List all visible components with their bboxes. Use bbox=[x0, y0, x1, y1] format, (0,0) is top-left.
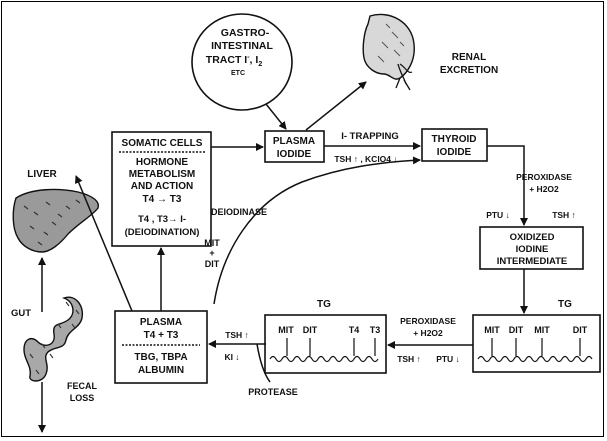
oxidized-line1: OXIDIZED bbox=[510, 232, 555, 243]
tsh-left: TSH ↑ bbox=[225, 330, 249, 340]
somatic-line3: AND ACTION bbox=[131, 181, 193, 192]
tg-left-dit: DIT bbox=[303, 325, 318, 335]
oxidized-iodine-box: OXIDIZED IODINE INTERMEDIATE bbox=[479, 226, 584, 270]
arrow-thyroid-to-oxidized bbox=[487, 145, 528, 226]
liver-icon bbox=[12, 188, 100, 253]
gi-tract-line2: INTESTINAL bbox=[211, 40, 273, 52]
somatic-line5: T4 , T3→ I- bbox=[138, 214, 186, 225]
protease-label: PROTEASE bbox=[248, 387, 298, 397]
plasma-iodide-line2: IODIDE bbox=[277, 149, 312, 160]
arrow-gi-to-plasma-iodide bbox=[265, 103, 287, 130]
arrow-deiodinase-recycle bbox=[213, 156, 421, 305]
plasma-t4-t3-box: PLASMA T4 + T3 TBG, TBPA ALBUMIN bbox=[114, 310, 208, 384]
tg-right-box: MIT DIT MIT DIT bbox=[472, 314, 601, 373]
fecal-line1: FECAL bbox=[67, 381, 97, 391]
gi-tract-line3: TRACT I-, I2 bbox=[206, 54, 263, 68]
peroxidase-mid-line1: PEROXIDASE bbox=[400, 316, 456, 326]
tg-left-label: TG bbox=[317, 299, 331, 310]
kidney-icon bbox=[362, 13, 415, 91]
ptu-mid: PTU ↓ bbox=[436, 354, 460, 364]
tsh-top: TSH ↑ bbox=[552, 210, 576, 220]
renal-line2: EXCRETION bbox=[440, 65, 498, 76]
thyroid-iodide-line1: THYROID bbox=[432, 134, 477, 145]
tg-right-dit2: DIT bbox=[573, 325, 588, 335]
trapping-label: I- TRAPPING bbox=[341, 131, 399, 142]
liver-label: LIVER bbox=[27, 169, 57, 180]
mit-dit-line2: + bbox=[209, 248, 214, 258]
tg-right-mit1: MIT bbox=[484, 325, 500, 335]
renal-line1: RENAL bbox=[452, 52, 486, 63]
gi-tract-node: GASTRO- INTESTINAL TRACT I-, I2 ETC bbox=[191, 13, 293, 111]
gi-tract-line4: ETC bbox=[231, 70, 245, 77]
plasma-box-line3: TBG, TBPA bbox=[134, 352, 187, 363]
somatic-title: SOMATIC CELLS bbox=[122, 138, 203, 149]
mit-dit-line3: DIT bbox=[205, 259, 220, 269]
gi-tract-line1: GASTRO- bbox=[221, 27, 270, 39]
tg-right-dit1: DIT bbox=[509, 325, 524, 335]
gut-label: GUT bbox=[11, 308, 31, 319]
tg-left-mit: MIT bbox=[278, 325, 294, 335]
somatic-line6: (DEIODINATION) bbox=[125, 227, 200, 238]
mit-dit-line1: MIT bbox=[204, 238, 220, 248]
plasma-iodide-box: PLASMA IODIDE bbox=[264, 130, 325, 163]
plasma-box-line1: PLASMA bbox=[140, 317, 182, 328]
tsh-mid: TSH ↑ bbox=[397, 354, 421, 364]
tg-left-t4: T4 bbox=[349, 325, 360, 335]
somatic-cells-box: SOMATIC CELLS HORMONE METABOLISM AND ACT… bbox=[111, 131, 212, 247]
oxidized-line3: INTERMEDIATE bbox=[497, 256, 568, 267]
oxidized-line2: IODINE bbox=[516, 244, 549, 255]
arrow-plasma-iodide-to-renal bbox=[305, 81, 367, 131]
somatic-line1: HORMONE bbox=[136, 157, 189, 168]
peroxidase-top-line1: PEROXIDASE bbox=[516, 172, 572, 182]
peroxidase-mid-line2: + H2O2 bbox=[413, 328, 443, 338]
deiodinase-label: DEIODINASE bbox=[211, 207, 267, 217]
arrow-plasma-to-liver bbox=[74, 175, 133, 312]
somatic-line4: T4 → T3 bbox=[143, 194, 182, 205]
thyroid-iodide-line2: IODIDE bbox=[437, 147, 472, 158]
arrows bbox=[38, 81, 528, 433]
tg-right-mit2: MIT bbox=[534, 325, 550, 335]
tg-left-t3: T3 bbox=[370, 325, 381, 335]
fecal-line2: LOSS bbox=[70, 393, 95, 403]
gut-icon bbox=[23, 296, 83, 382]
protease-branch bbox=[256, 343, 271, 383]
somatic-line2: METABOLISM bbox=[129, 169, 195, 180]
trapping-modifiers: TSH ↑ , KClO4 ↓ bbox=[334, 154, 397, 164]
plasma-box-line2: T4 + T3 bbox=[144, 330, 179, 341]
tg-left-box: MIT DIT T4 T3 bbox=[264, 314, 387, 374]
thyroid-iodide-box: THYROID IODIDE bbox=[421, 128, 488, 162]
ptu-top: PTU ↓ bbox=[486, 210, 510, 220]
peroxidase-top-line2: + H2O2 bbox=[529, 184, 559, 194]
plasma-box-line4: ALBUMIN bbox=[138, 365, 184, 376]
plasma-iodide-line1: PLASMA bbox=[273, 136, 315, 147]
ki-left: KI ↓ bbox=[224, 352, 239, 362]
tg-right-label: TG bbox=[558, 299, 572, 310]
